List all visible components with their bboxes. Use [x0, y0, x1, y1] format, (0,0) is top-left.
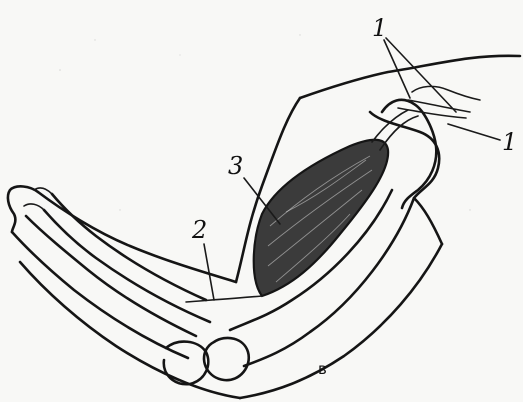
forearm-inner-contour	[20, 262, 240, 398]
paper-speckles	[59, 34, 470, 210]
label-3: 3	[228, 152, 243, 180]
wrist-end-cap	[8, 186, 38, 232]
label-2: 2	[191, 216, 207, 244]
label-1-top: 1	[372, 14, 387, 42]
ulna-lower-edge	[12, 232, 188, 358]
radius-upper-edge	[52, 194, 206, 300]
leader-1-right	[448, 124, 500, 140]
biceps-muscle	[254, 140, 388, 296]
shoulder-outline	[300, 56, 520, 98]
olecranon	[164, 342, 209, 385]
acromion	[412, 86, 480, 100]
label-1-right: 1	[502, 128, 517, 156]
elbow-condyle	[204, 338, 249, 380]
panel-letter: в	[318, 360, 327, 378]
